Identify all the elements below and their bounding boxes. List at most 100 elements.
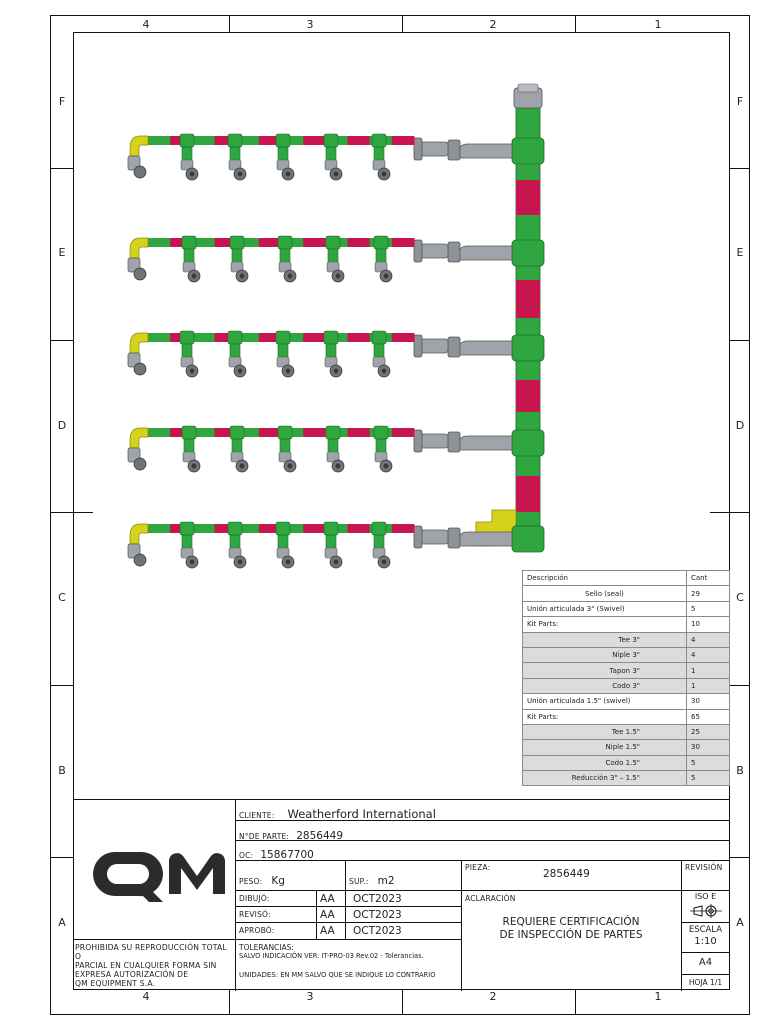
- swivel-nut: [447, 431, 461, 453]
- zone-top-2: 2: [489, 18, 497, 31]
- bom-qty: 5: [686, 770, 730, 787]
- sup-row: SUP.: m2: [349, 869, 395, 888]
- trunk-tee: [511, 137, 545, 165]
- zone-left-F: F: [58, 95, 66, 108]
- end-nozzle: [133, 553, 147, 567]
- bom-desc: Tapon 3": [522, 662, 687, 679]
- swivel-nut: [447, 241, 461, 263]
- drop-nipple: [277, 343, 289, 359]
- drop-nipple: [229, 146, 241, 162]
- revision-label: REVISIÓN: [685, 863, 723, 872]
- aprobo-date: OCT2023: [353, 925, 402, 937]
- drop-nozzle-core: [335, 273, 341, 279]
- drop-nozzle-core: [381, 559, 387, 565]
- drop-swivel: [372, 356, 386, 368]
- bom-qty: 29: [686, 585, 730, 602]
- aprobo-label: APROBÓ:: [239, 926, 275, 935]
- drop-swivel: [372, 159, 386, 171]
- flange: [413, 334, 423, 358]
- bom-row: Reducción 3" – 1.5"5: [522, 770, 730, 787]
- reducer: [419, 243, 449, 259]
- drop-tee: [227, 133, 243, 148]
- tolerancias-label: TOLERANCIAS:: [239, 943, 294, 952]
- header-segment: [281, 428, 304, 437]
- parte-row: N°DE PARTE: 2856449: [239, 824, 343, 843]
- zone-bottom-3: 3: [306, 990, 314, 1003]
- drop-nozzle-core: [285, 171, 291, 177]
- header-segment: [303, 238, 326, 247]
- header-end-elbow: [129, 135, 149, 157]
- zone-right-F: F: [736, 95, 744, 108]
- unidades-row: UNIDADES: EN MM SALVO QUE SE INDIQUE LO …: [239, 971, 435, 979]
- sup-label: SUP.:: [349, 877, 369, 886]
- drop-nipple: [183, 438, 195, 454]
- zone-left-E: E: [58, 246, 66, 259]
- header-segment: [192, 136, 215, 145]
- header-segment: [236, 428, 260, 437]
- bom-qty: 10: [686, 616, 730, 633]
- drop-swivel: [228, 159, 242, 171]
- swivel-nut: [447, 139, 461, 161]
- drop-nipple: [327, 438, 339, 454]
- drop-nozzle-core: [287, 273, 293, 279]
- header-segment: [391, 428, 415, 437]
- header-segment: [303, 136, 326, 145]
- aprobo-by: AA: [320, 925, 335, 937]
- zone-left-D: D: [57, 419, 67, 432]
- oc-label: OC:: [239, 851, 254, 860]
- tolerancias-value: SALVO INDICACIÓN VER: IT-PRO-03 Rev.02 -…: [239, 952, 424, 960]
- pieza-value: 2856449: [543, 868, 590, 880]
- bom-desc: Reducción 3" – 1.5": [522, 770, 687, 787]
- disclaimer: PROHIBIDA SU REPRODUCCIÓN TOTAL O PARCIA…: [75, 943, 233, 988]
- bom-qty: 30: [686, 693, 730, 710]
- drop-tee: [227, 330, 243, 345]
- drop-nozzle-core: [335, 463, 341, 469]
- drop-nipple: [373, 146, 385, 162]
- drop-tee: [371, 133, 387, 148]
- reducer: [419, 338, 449, 354]
- swivel-joint: [457, 340, 513, 356]
- header-segment: [192, 238, 215, 247]
- header-segment: [347, 136, 371, 145]
- bom-row: Codo 3"1: [522, 677, 730, 695]
- drop-tee: [181, 425, 197, 440]
- zone-right-D: D: [735, 419, 745, 432]
- drop-nozzle-core: [189, 368, 195, 374]
- drop-tee: [325, 235, 341, 250]
- drop-tee: [229, 425, 245, 440]
- header-segment: [391, 238, 415, 247]
- drop-nipple: [279, 248, 291, 264]
- drop-nozzle-core: [285, 559, 291, 565]
- drop-swivel: [324, 159, 338, 171]
- header-segment: [236, 238, 260, 247]
- drop-tee: [373, 425, 389, 440]
- zone-bottom-1: 1: [654, 990, 662, 1003]
- header-segment: [391, 524, 415, 533]
- cliente-row: CLIENTE: Weatherford International: [239, 803, 436, 822]
- parte-label: N°DE PARTE:: [239, 832, 290, 841]
- zone-bottom-2: 2: [489, 990, 497, 1003]
- drop-tee: [229, 235, 245, 250]
- drop-tee: [373, 235, 389, 250]
- aclaracion-text: REQUIERE CERTIFICACIÓN DE INSPECCIÓN DE …: [465, 916, 677, 942]
- drop-nipple: [231, 438, 243, 454]
- drop-nozzle-core: [333, 559, 339, 565]
- flange: [413, 239, 423, 263]
- zone-right-A: A: [736, 916, 744, 929]
- disclaimer-line: QM EQUIPMENT S.A.: [75, 979, 156, 988]
- oc-row: OC: 15867700: [239, 843, 314, 862]
- drop-tee: [371, 330, 387, 345]
- bom-header: Descripción Cant: [522, 569, 730, 587]
- bom-desc: Tee 1.5": [522, 723, 687, 741]
- drop-swivel: [324, 356, 338, 368]
- drop-nozzle-core: [285, 368, 291, 374]
- drop-swivel: [374, 261, 388, 273]
- drop-swivel: [180, 547, 194, 559]
- bom-row: Codo 1.5"5: [522, 754, 730, 772]
- bom-qty: 4: [686, 631, 730, 648]
- aclaracion-line: REQUIERE CERTIFICACIÓN: [502, 916, 640, 928]
- header-segment: [148, 524, 171, 533]
- drop-tee: [371, 521, 387, 536]
- reviso-by: AA: [320, 909, 335, 921]
- header-segment: [258, 428, 282, 437]
